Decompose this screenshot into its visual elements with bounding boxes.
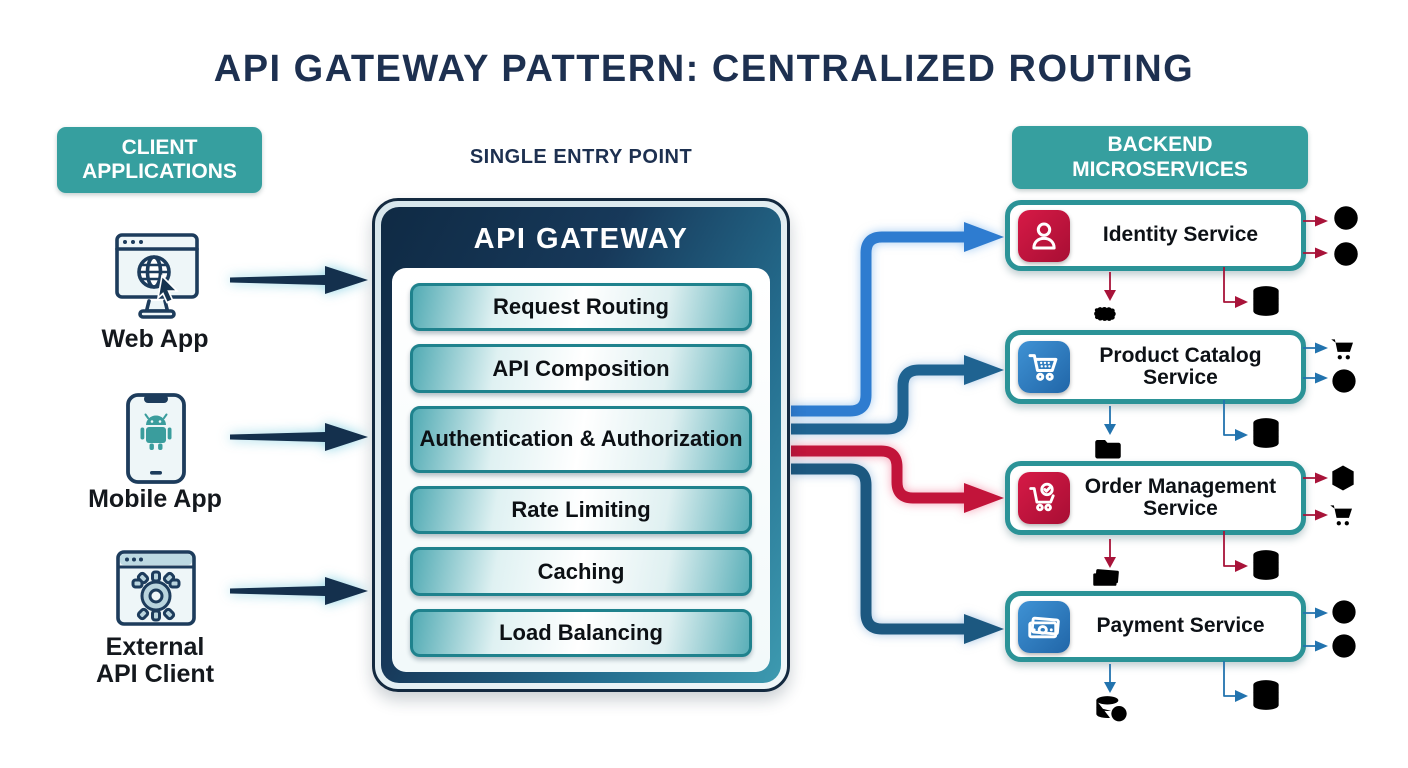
identity-arrow-to-user-1 bbox=[1303, 215, 1328, 227]
web-app-label: Web App bbox=[101, 325, 209, 353]
database-icon bbox=[1247, 544, 1285, 586]
banknote-icon bbox=[1084, 560, 1128, 594]
product-arrow-to-cart bbox=[1303, 342, 1328, 354]
product-arrow-to-dollar bbox=[1303, 372, 1328, 384]
web-app-browser-icon bbox=[115, 233, 199, 319]
order-arrow-to-cart bbox=[1303, 509, 1328, 521]
client-applications-header: CLIENT APPLICATIONS bbox=[57, 127, 262, 193]
identity-service-label: Identity Service bbox=[1102, 223, 1259, 247]
gateway-feature-rate-limiting: Rate Limiting bbox=[410, 486, 752, 535]
identity-down-arrow bbox=[1104, 272, 1116, 301]
identity-elbow-to-database bbox=[1223, 267, 1248, 308]
shopping-cart-icon bbox=[1018, 341, 1070, 393]
product-down-arrow bbox=[1104, 406, 1116, 435]
product-catalog-service-box: Product Catalog Service bbox=[1005, 330, 1306, 404]
gateway-feature-authentication-authorization: Authentication & Authorization bbox=[410, 405, 752, 474]
client-to-gateway-arrows bbox=[230, 266, 368, 605]
payment-service-box: Payment Service bbox=[1005, 591, 1306, 662]
product-catalog-service-label: Product Catalog Service bbox=[1099, 343, 1262, 389]
gateway-feature-load-balancing: Load Balancing bbox=[410, 608, 752, 658]
token-stamp-icon bbox=[1086, 298, 1126, 330]
dollar-circle-icon bbox=[1329, 366, 1359, 396]
order-management-service-label: Order Management Service bbox=[1084, 474, 1277, 520]
external-client-arrow bbox=[230, 577, 368, 605]
payment-arrow-to-dollar-2 bbox=[1303, 640, 1328, 652]
gear-icon bbox=[131, 570, 181, 622]
external-api-client-label: External API Client bbox=[95, 633, 215, 688]
mobile-app-label: Mobile App bbox=[88, 485, 222, 513]
dollar-circle-icon bbox=[1329, 597, 1359, 627]
order-arrow-to-package bbox=[1303, 472, 1328, 484]
banknote-icon bbox=[1018, 600, 1070, 653]
cart-check-icon bbox=[1018, 472, 1070, 524]
dollar-circle-icon bbox=[1329, 631, 1359, 661]
order-management-service-box: Order Management Service bbox=[1005, 461, 1306, 535]
payment-down-arrow bbox=[1104, 664, 1116, 693]
database-icon bbox=[1247, 412, 1285, 454]
user-circle-icon bbox=[1331, 239, 1361, 269]
payment-elbow-to-database bbox=[1223, 661, 1248, 702]
payment-arrow-to-dollar-1 bbox=[1303, 607, 1328, 619]
api-gateway-title: API GATEWAY bbox=[473, 223, 689, 255]
api-gateway-box: API GATEWAY Request Routing API Composit… bbox=[372, 198, 790, 692]
gateway-feature-caching: Caching bbox=[410, 547, 752, 596]
api-gateway-feature-panel: Request Routing API Composition Authenti… bbox=[392, 268, 770, 672]
database-icon bbox=[1247, 674, 1285, 716]
shopping-cart-icon bbox=[1327, 333, 1359, 365]
coins-icon bbox=[1090, 688, 1132, 728]
order-down-arrow bbox=[1104, 539, 1116, 568]
database-icon bbox=[1247, 280, 1285, 322]
backend-microservices-header: BACKEND MICROSERVICES bbox=[1012, 126, 1308, 189]
page-title: API GATEWAY PATTERN: CENTRALIZED ROUTING bbox=[213, 48, 1195, 90]
gateway-feature-api-composition: API Composition bbox=[410, 344, 752, 393]
payment-service-label: Payment Service bbox=[1096, 614, 1265, 638]
mobile-app-phone-icon bbox=[126, 393, 186, 484]
order-elbow-to-database bbox=[1223, 531, 1248, 572]
single-entry-point-label: SINGLE ENTRY POINT bbox=[469, 146, 693, 168]
route-to-identity-service bbox=[791, 222, 1004, 417]
package-icon bbox=[1327, 462, 1359, 494]
web-app-arrow bbox=[230, 266, 368, 294]
user-icon bbox=[1018, 209, 1070, 262]
external-api-gear-browser-icon bbox=[116, 550, 196, 626]
route-to-product-catalog-service bbox=[791, 355, 1004, 435]
folder-icon bbox=[1088, 430, 1128, 466]
route-to-payment-service bbox=[791, 463, 1004, 644]
gateway-feature-request-routing: Request Routing bbox=[410, 283, 752, 332]
api-gateway-frame: API GATEWAY Request Routing API Composit… bbox=[381, 207, 781, 683]
user-circle-icon bbox=[1331, 203, 1361, 233]
shopping-cart-icon bbox=[1326, 499, 1358, 531]
route-to-order-management-service bbox=[791, 445, 1004, 513]
mobile-app-arrow bbox=[230, 423, 368, 451]
identity-service-box: Identity Service bbox=[1005, 200, 1306, 271]
identity-arrow-to-user-2 bbox=[1303, 247, 1328, 259]
product-elbow-to-database bbox=[1223, 400, 1248, 441]
